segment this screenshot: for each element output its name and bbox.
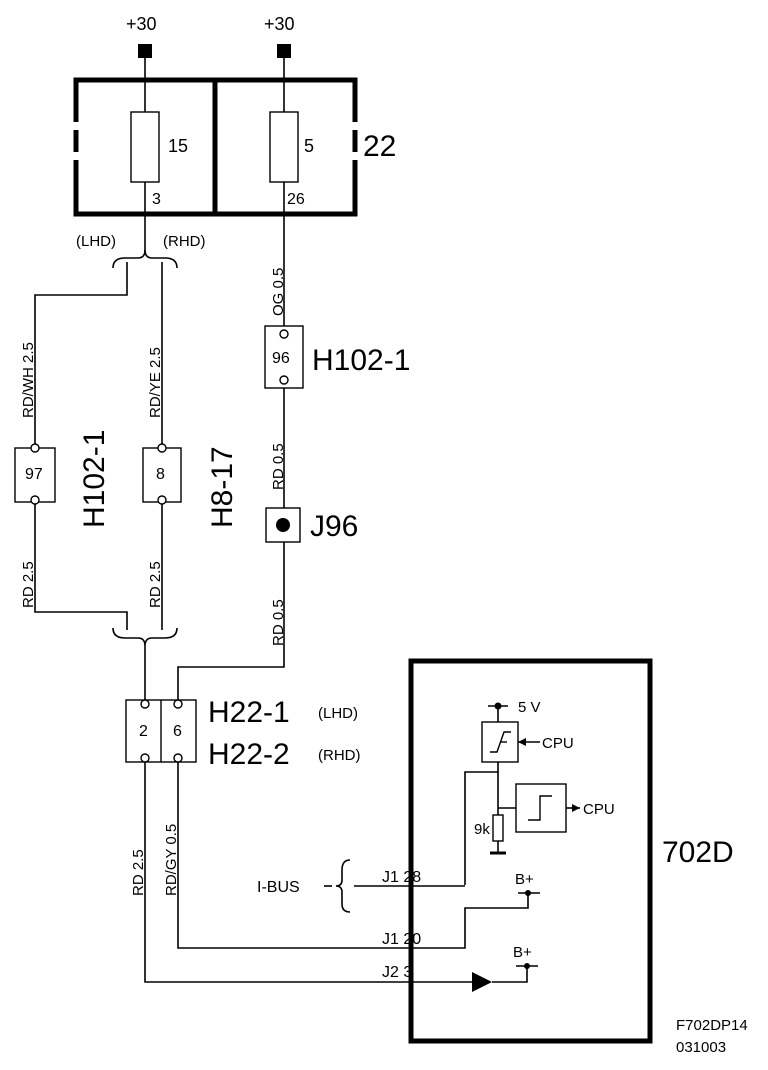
- supply-left-label: +30: [126, 14, 157, 34]
- wire-label-rdgy: RD/GY 0.5: [163, 824, 180, 896]
- footer-code: F702DP14: [676, 1017, 748, 1034]
- fuse-15: [130, 111, 160, 183]
- pin-97-label: 97: [25, 466, 43, 483]
- ibus-label: I-BUS: [257, 879, 300, 896]
- wire-label-rd-j96-in: RD 0.5: [270, 443, 287, 490]
- module-702d-box: [408, 658, 653, 1044]
- schmitt-trigger: [515, 783, 567, 833]
- pin-j2-3: J2 3: [382, 964, 412, 981]
- supply-right-terminal: [277, 44, 291, 58]
- supply-left-terminal: [138, 44, 152, 58]
- fuse-box: [73, 77, 358, 217]
- diode-arrow: [472, 972, 492, 992]
- variant-brace-bottom: [112, 627, 178, 647]
- splice-j96-label: J96: [310, 510, 358, 543]
- pin-8-label: 8: [156, 466, 165, 483]
- wire-label-rd-bottom: RD 2.5: [130, 849, 147, 896]
- fuse-box-id: 22: [363, 130, 396, 163]
- wire-label-rdwh: RD/WH 2.5: [20, 342, 37, 418]
- bplus-label-1: B+: [515, 871, 534, 888]
- connector-h102-left-label: H102-1: [78, 430, 111, 528]
- connector-h8-label: H8-17: [206, 446, 239, 528]
- footer-date: 031003: [676, 1039, 726, 1056]
- lhd-label: (LHD): [76, 233, 116, 250]
- wire-label-og: OG 0.5: [270, 268, 287, 316]
- h22-pin-6: 6: [173, 723, 182, 740]
- pin-j1-28: J1 28: [382, 869, 421, 886]
- variant-brace-top: [112, 249, 178, 269]
- connector-h22-1-label: H22-1: [208, 696, 290, 729]
- fuse-5-terminal: 26: [287, 191, 305, 208]
- module-id: 702D: [662, 836, 734, 869]
- fuse-5: [269, 111, 299, 183]
- fuse-15-label: 15: [168, 136, 188, 156]
- pin-96-label: 96: [272, 350, 290, 367]
- wire-label-rd-mid: RD 2.5: [147, 561, 164, 608]
- wire-label-rd-left: RD 2.5: [20, 561, 37, 608]
- bplus-label-2: B+: [513, 944, 532, 961]
- supply-right-label: +30: [264, 14, 295, 34]
- connector-h22-1-sub: (LHD): [318, 705, 358, 722]
- ibus-brace: [335, 859, 351, 913]
- pin-j1-20: J1 20: [382, 931, 421, 948]
- cpu-label-1: CPU: [542, 735, 574, 752]
- resistor-label: 9k: [474, 821, 490, 838]
- connector-h22-2-label: H22-2: [208, 738, 290, 771]
- connector-h22-2-sub: (RHD): [318, 747, 361, 764]
- fuse-5-label: 5: [304, 136, 314, 156]
- connector-h102-top-label: H102-1: [312, 344, 410, 377]
- resistor-9k: [492, 814, 504, 842]
- rhd-label: (RHD): [163, 233, 206, 250]
- wire-label-rd-j96-out: RD 0.5: [270, 599, 287, 646]
- h22-pin-2: 2: [139, 723, 148, 740]
- connector-h102-pin97: [14, 447, 56, 503]
- wire-label-rdye: RD/YE 2.5: [147, 347, 164, 418]
- fuse-15-terminal: 3: [152, 191, 161, 208]
- cpu-label-2: CPU: [583, 801, 615, 818]
- supply-5v-label: 5 V: [518, 699, 541, 716]
